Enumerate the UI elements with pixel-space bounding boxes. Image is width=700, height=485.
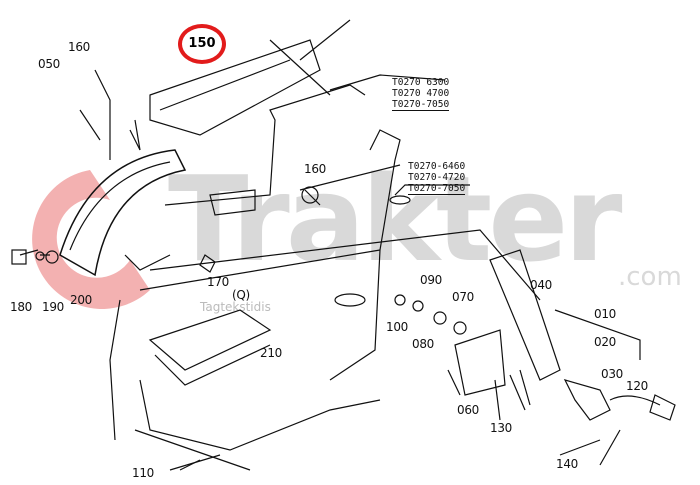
callout-210: 210 — [260, 346, 283, 360]
callout-080: 080 — [412, 337, 435, 351]
callout-140: 140 — [556, 457, 579, 471]
callout-160: 160 — [68, 40, 91, 54]
callout-030: 030 — [601, 367, 624, 381]
callout-q: (Q) — [232, 288, 250, 302]
callout-120: 120 — [626, 379, 649, 393]
callout-040: 040 — [530, 278, 553, 292]
watermark-brand: Trakter — [168, 150, 622, 288]
highlighted-callout-150: 150 — [178, 24, 226, 64]
callout-170: 170 — [207, 275, 230, 289]
callout-160: 160 — [304, 162, 327, 176]
callout-110: 110 — [132, 466, 155, 480]
logo-swoosh-icon — [32, 170, 150, 309]
watermark-suffix: .com — [618, 262, 682, 292]
callout-060: 060 — [457, 403, 480, 417]
part-number-group-2: T0270-6460 T0270-4720 T0270-7050 — [408, 161, 466, 195]
callout-020: 020 — [594, 335, 617, 349]
callout-010: 010 — [594, 307, 617, 321]
callout-100: 100 — [386, 320, 409, 334]
watermark-tagline: Tagtekstidis — [200, 300, 271, 314]
callout-190: 190 — [42, 300, 65, 314]
callout-130: 130 — [490, 421, 513, 435]
callout-050: 050 — [38, 57, 61, 71]
callout-200: 200 — [70, 293, 93, 307]
part-number-group-1: T0270 6300 T0270 4700 T0270-7050 — [392, 77, 450, 111]
callout-070: 070 — [452, 290, 475, 304]
callout-180: 180 — [10, 300, 33, 314]
callout-090: 090 — [420, 273, 443, 287]
